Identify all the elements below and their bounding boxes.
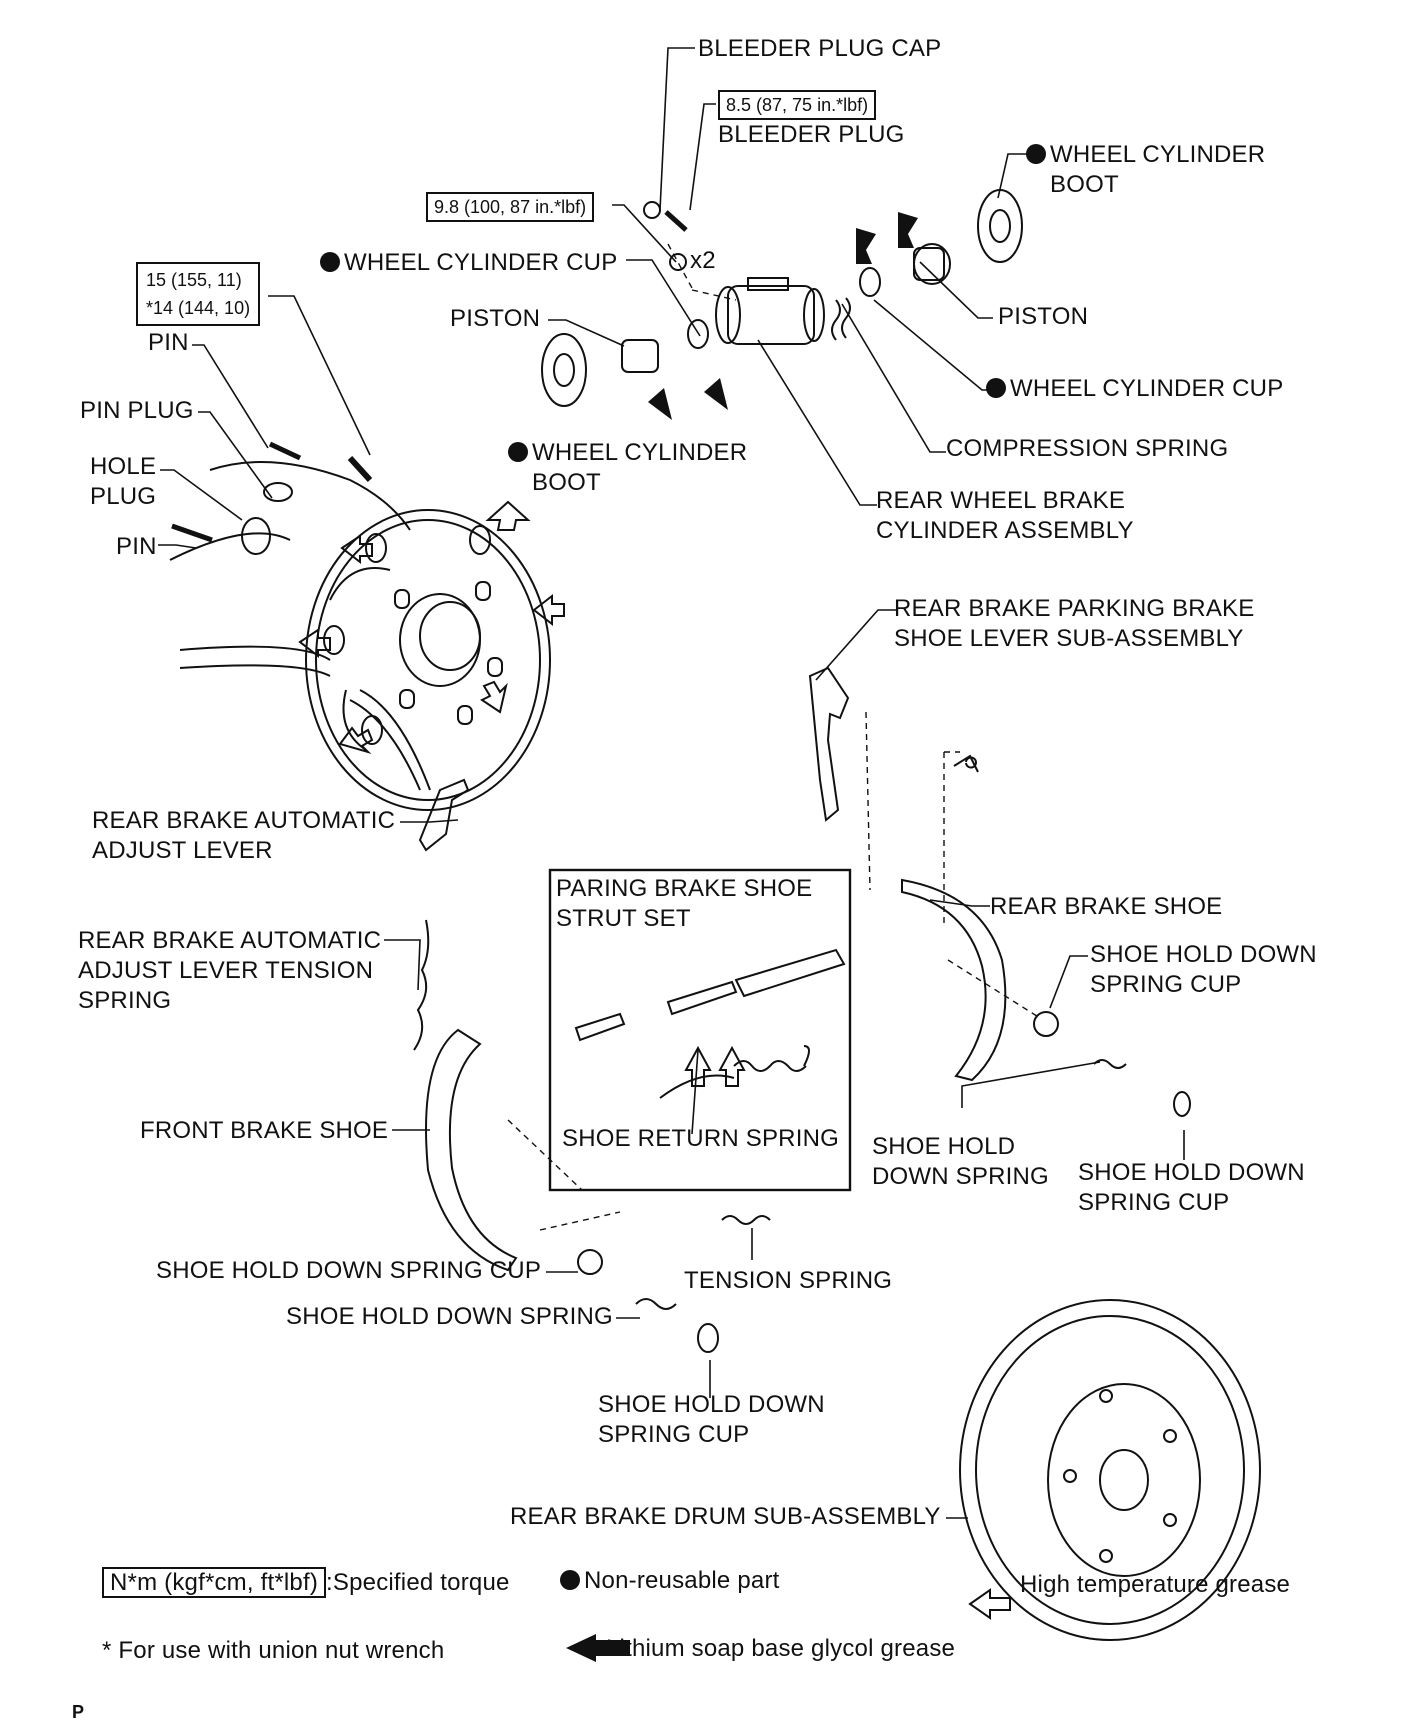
text: STRUT SET [556,905,691,932]
label-front-brake-shoe: FRONT BRAKE SHOE [140,1117,389,1144]
legend-high-temp-grease: High temperature grease [1020,1571,1291,1598]
text: REAR BRAKE PARKING BRAKE [894,595,1255,622]
text: SHOE HOLD DOWN [598,1391,825,1418]
non-reusable-icon [508,442,528,462]
text: PLUG [90,483,157,510]
text: REAR WHEEL BRAKE [876,487,1126,514]
text: REAR BRAKE AUTOMATIC [78,927,382,954]
leader-lines [158,47,1185,1519]
label-rear-wheel-cylinder: REAR WHEEL BRAKE CYLINDER ASSEMBLY [876,486,1134,546]
label-shds-left: SHOE HOLD DOWN SPRING [286,1303,613,1330]
text: :Specified torque [326,1569,510,1596]
label-pin-top: PIN [148,329,189,356]
text: SPRING CUP [598,1421,750,1448]
label-piston-left: PISTON [450,305,541,332]
label-pin-plug: PIN PLUG [80,397,194,424]
torque-box: N*m (kgf*cm, ft*lbf) [102,1567,327,1598]
label-shdsc-right-top: SHOE HOLD DOWN SPRING CUP [1090,940,1317,1000]
backing-plate [169,461,551,811]
grease-arrows-open [298,500,1011,1620]
label-rear-brake-shoe: REAR BRAKE SHOE [990,893,1223,920]
text: WHEEL CYLINDER CUP [1010,375,1284,402]
legend-non-reusable: Non-reusable part [560,1566,780,1596]
text: BOOT [1050,171,1119,198]
torque-bleeder-plug: 8.5 (87, 75 in.*lbf) [718,90,877,120]
non-reusable-icon [986,378,1006,398]
label-x2: x2 [690,247,716,274]
legend-torque: N*m (kgf*cm, ft*lbf):Specified torque [102,1567,510,1598]
text: WHEEL CYLINDER [532,439,748,466]
label-shdsc-left: SHOE HOLD DOWN SPRING CUP [156,1257,542,1284]
text: WHEEL CYLINDER [1050,141,1266,168]
text: PARING BRAKE SHOE [556,875,813,902]
shoes-levers [413,666,1007,1272]
label-parking-lever: REAR BRAKE PARKING BRAKE SHOE LEVER SUB-… [894,594,1254,654]
label-shdsc-right-bottom: SHOE HOLD DOWN SPRING CUP [1078,1158,1305,1218]
text: BOOT [532,469,601,496]
text: SPRING CUP [1090,971,1242,998]
strut-set-frame [548,868,852,1192]
grease-arrows-filled [566,212,918,1662]
text: ADJUST LEVER [92,837,273,864]
legend-union-nut-note: * For use with union nut wrench [102,1637,445,1664]
wheel-cylinder [541,189,1023,407]
label-drum: REAR BRAKE DRUM SUB-ASSEMBLY [510,1503,941,1530]
text: REAR BRAKE AUTOMATIC [92,807,396,834]
label-wc-cup-right: WHEEL CYLINDER CUP [986,374,1283,404]
text: HOLE [90,453,157,480]
text: SHOE HOLD DOWN [1090,941,1317,968]
label-shds-right: SHOE HOLD DOWN SPRING [872,1132,1049,1192]
hardware [577,1011,1191,1353]
torque-backplate: 15 (155, 11) *14 (144, 10) [136,262,261,326]
pins-plugs [171,441,373,555]
alignment-dashes [507,243,1041,1231]
text: *14 (144, 10) [146,298,251,318]
label-wc-boot-left: WHEEL CYLINDER BOOT [508,438,747,498]
non-reusable-icon [560,1570,580,1590]
text: 15 (155, 11) [146,270,242,290]
brake-drum [959,1299,1261,1641]
label-bleeder-plug: BLEEDER PLUG [718,121,905,148]
non-reusable-icon [320,252,340,272]
label-strut-set: PARING BRAKE SHOE STRUT SET [556,874,812,934]
label-wc-boot-right: WHEEL CYLINDER BOOT [1026,140,1265,200]
label-auto-adjust-lever: REAR BRAKE AUTOMATIC ADJUST LEVER [92,806,395,866]
text: WHEEL CYLINDER CUP [344,249,618,276]
label-wc-cup-left: WHEEL CYLINDER CUP [320,248,617,278]
non-reusable-icon [1026,144,1046,164]
footer-code: P [72,1702,85,1722]
text: SHOE HOLD DOWN [1078,1159,1305,1186]
label-bleeder-plug-cap: BLEEDER PLUG CAP [698,35,942,62]
label-pin-bottom: PIN [116,533,157,560]
text: ADJUST LEVER TENSION [78,957,374,984]
text: SHOE LEVER SUB-ASSEMBLY [894,625,1244,652]
label-shoe-return-spring: SHOE RETURN SPRING [562,1125,839,1152]
label-hole-plug: HOLE PLUG [90,452,156,512]
label-piston-right: PISTON [998,303,1089,330]
text: Non-reusable part [584,1567,780,1594]
text: SPRING [78,987,172,1014]
label-adjust-lever-spring: REAR BRAKE AUTOMATIC ADJUST LEVER TENSIO… [78,926,381,1016]
legend-lithium-grease: Lithium soap base glycol grease [606,1635,956,1662]
label-compression-spring: COMPRESSION SPRING [946,435,1229,462]
text: CYLINDER ASSEMBLY [876,517,1134,544]
torque-union: 9.8 (100, 87 in.*lbf) [426,192,595,222]
label-tension-spring: TENSION SPRING [684,1267,893,1294]
text: DOWN SPRING [872,1163,1049,1190]
text: SHOE HOLD [872,1133,1016,1160]
text: SPRING CUP [1078,1189,1230,1216]
strut-set-parts [574,948,846,1099]
label-shdsc-bottom: SHOE HOLD DOWN SPRING CUP [598,1390,825,1450]
